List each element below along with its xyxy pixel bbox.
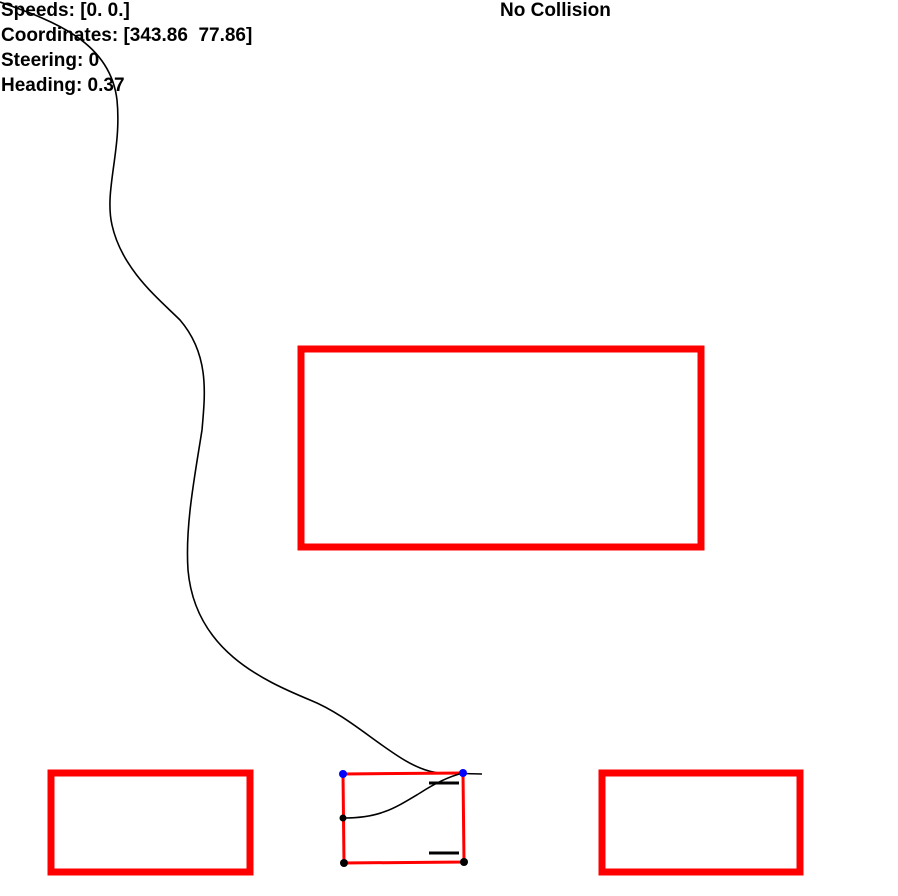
hud-heading: Heading: 0.37 <box>1 75 125 96</box>
hud-steering: Steering: 0 <box>1 50 100 71</box>
obstacle-right <box>598 769 804 876</box>
obstacle-left <box>47 769 254 876</box>
obstacle-center <box>297 345 705 551</box>
vehicle-body <box>341 771 466 865</box>
trajectory-path <box>0 1 483 775</box>
hud-speeds: Speeds: [0. 0.] <box>1 0 130 21</box>
mid-left-marker <box>339 814 347 822</box>
vehicle-guide-curve <box>343 772 464 819</box>
rear-right-marker <box>460 858 468 866</box>
front-right-marker <box>459 769 467 777</box>
front-left-marker <box>339 770 347 778</box>
rear-left-marker <box>340 859 348 867</box>
hud-coordinates: Coordinates: [343.86 77.86] <box>1 25 253 46</box>
collision-status: No Collision <box>500 0 611 21</box>
